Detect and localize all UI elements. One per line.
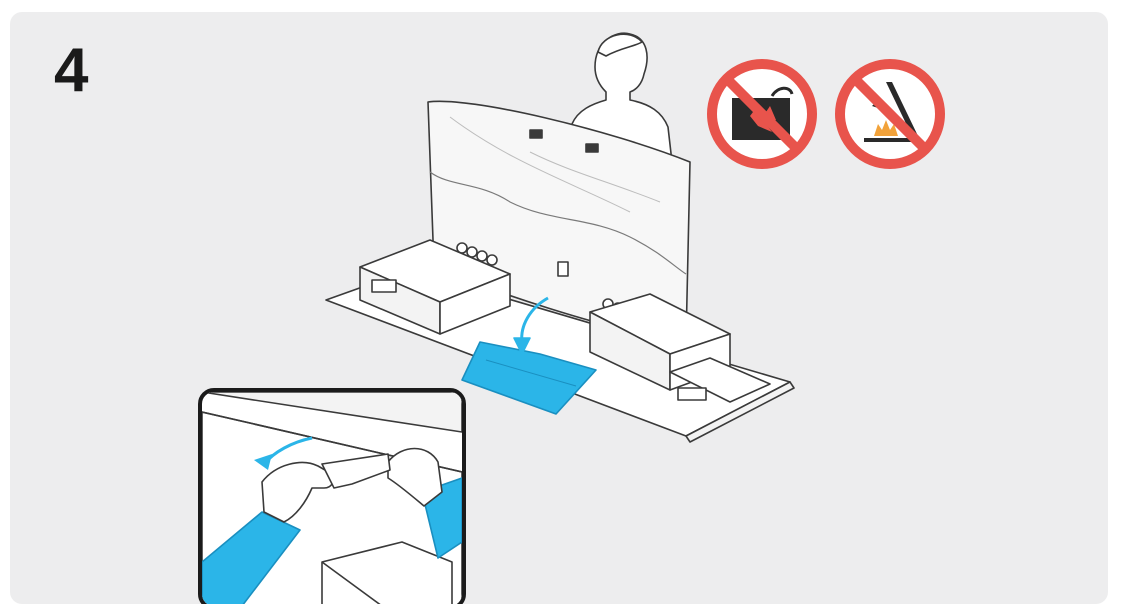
no-heat-fire-icon — [834, 58, 946, 170]
instruction-panel: 4 — [10, 12, 1108, 604]
hands-peeling-tape — [202, 392, 462, 604]
tape-peel-detail-inset — [198, 388, 466, 604]
no-impact-damage-icon — [706, 58, 818, 170]
